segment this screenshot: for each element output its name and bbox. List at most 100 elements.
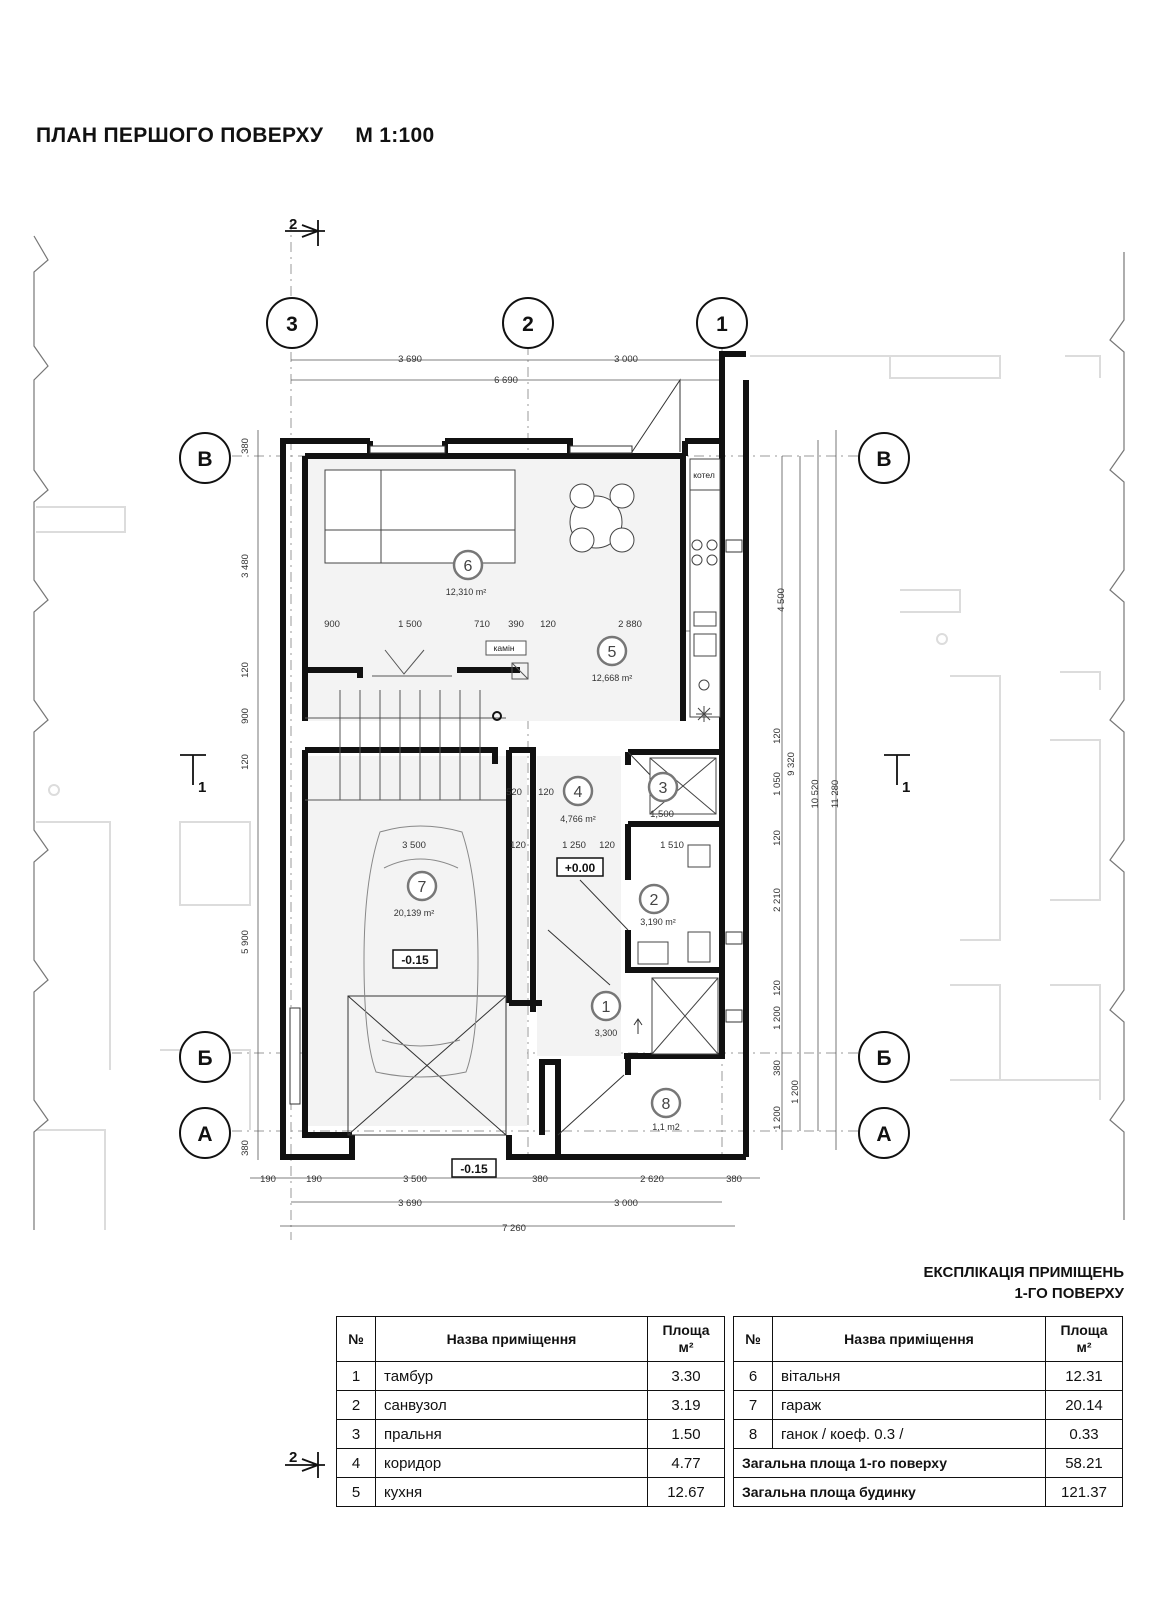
room-area: 3.30 <box>647 1361 725 1391</box>
dim-mid-520: 520 <box>506 787 522 798</box>
axis-label-v-right: В <box>876 448 891 471</box>
col-no-header: № <box>336 1316 376 1362</box>
dim-mid-120-a: 120 <box>538 787 554 798</box>
dim-bottom-190-b: 190 <box>306 1174 322 1185</box>
room-7-area: 20,139 m² <box>394 908 435 918</box>
axis-bubbles <box>179 297 910 1159</box>
dim-right-120-b: 120 <box>772 830 783 846</box>
room-no: 6 <box>733 1361 773 1391</box>
dim-left-5900: 5 900 <box>240 930 251 954</box>
col-name-header: Назва приміщення <box>375 1316 648 1362</box>
room-area: 12.31 <box>1045 1361 1123 1391</box>
room-8-number: 8 <box>662 1096 671 1113</box>
axis-label-b-left: Б <box>197 1047 212 1070</box>
windows <box>289 445 743 1105</box>
room-area: 3.19 <box>647 1390 725 1420</box>
dimension-lines <box>250 359 837 1227</box>
dim-mid-120-b: 120 <box>510 840 526 851</box>
entry-arrow <box>633 1018 643 1034</box>
col-no-header: № <box>733 1316 773 1362</box>
col-area-label: Площа <box>1060 1322 1108 1338</box>
dim-right-380: 380 <box>772 1060 783 1076</box>
table-header-row: № Назва приміщення Площа м² <box>733 1316 1123 1362</box>
section-markers <box>180 220 910 1478</box>
plan-title: ПЛАН ПЕРШОГО ПОВЕРХУ <box>36 124 324 147</box>
dim-mid-1250: 1 250 <box>562 840 586 851</box>
dim-right-1200-c: 1 200 <box>772 1106 783 1130</box>
dim-bottom-380-a: 380 <box>532 1174 548 1185</box>
dim-inner-1500: 1 500 <box>398 619 422 630</box>
table-row: 3 пральня 1.50 <box>336 1419 725 1449</box>
room-8-area: 1,1 m2 <box>652 1122 680 1132</box>
room-area: 12.67 <box>647 1477 725 1507</box>
room-name: коридор <box>375 1448 648 1478</box>
room-no: 5 <box>336 1477 376 1507</box>
dining-table <box>569 483 635 553</box>
room-3-number: 3 <box>659 780 668 797</box>
room-name: гараж <box>772 1390 1046 1420</box>
fireplace-label: камін <box>493 643 514 653</box>
room-no: 8 <box>733 1419 773 1449</box>
dim-left-900: 900 <box>240 708 251 724</box>
dim-right-11280: 11 280 <box>830 780 841 808</box>
dim-inner-710: 710 <box>474 619 490 630</box>
dim-top-3690: 3 690 <box>398 354 422 365</box>
explication-title-line2: 1-ГО ПОВЕРХУ <box>1014 1285 1124 1302</box>
room-name: ганок / коеф. 0.3 / <box>772 1419 1046 1449</box>
room-7-number: 7 <box>418 879 427 896</box>
col-area-header: Площа м² <box>1045 1316 1123 1362</box>
axis-label-2: 2 <box>522 313 534 336</box>
room-name: вітальня <box>772 1361 1046 1391</box>
dim-bottom-3690: 3 690 <box>398 1198 422 1209</box>
dim-left-380-bottom: 380 <box>240 1140 251 1156</box>
neighbour-outlines <box>36 355 1101 1230</box>
total-house-row: Загальна площа будинку 121.37 <box>733 1477 1123 1507</box>
room-no: 3 <box>336 1419 376 1449</box>
section-1-left-label: 1 <box>198 779 206 796</box>
dim-right-9320: 9 320 <box>786 752 797 776</box>
room-area: 0.33 <box>1045 1419 1123 1449</box>
dim-bottom-380-b: 380 <box>726 1174 742 1185</box>
bathroom-fixtures <box>637 757 719 1055</box>
dim-top-6690: 6 690 <box>494 375 518 386</box>
dim-bottom-7260: 7 260 <box>502 1223 526 1234</box>
table-row: 1 тамбур 3.30 <box>336 1361 725 1391</box>
level-garage: -0.15 <box>401 953 429 967</box>
explication-title-line1: ЕКСПЛІКАЦІЯ ПРИМІЩЕНЬ <box>923 1264 1124 1281</box>
axis-label-a-right: А <box>876 1123 891 1146</box>
dim-left-120-b: 120 <box>240 754 251 770</box>
dim-inner-900: 900 <box>324 619 340 630</box>
room-5-area: 12,668 m² <box>592 673 633 683</box>
dim-mid-1500: 1,500 <box>650 809 674 820</box>
dim-right-120-c: 120 <box>772 980 783 996</box>
section-2-top-label: 2 <box>289 216 297 233</box>
room-area: 4.77 <box>647 1448 725 1478</box>
dim-left-120-a: 120 <box>240 662 251 678</box>
break-lines <box>33 235 1125 1230</box>
kitchen-units <box>689 458 721 722</box>
table-row: 2 санвузол 3.19 <box>336 1390 725 1420</box>
car-outline <box>363 825 479 1078</box>
dim-right-4500: 4 500 <box>776 588 787 612</box>
dim-right-120-a: 120 <box>772 728 783 744</box>
room-name: тамбур <box>375 1361 648 1391</box>
total-house-value: 121.37 <box>1045 1477 1123 1507</box>
plan-scale: М 1:100 <box>355 124 435 147</box>
table-row: 7 гараж 20.14 <box>733 1390 1123 1420</box>
total-floor-label: Загальна площа 1-го поверху <box>733 1448 1046 1478</box>
total-floor-value: 58.21 <box>1045 1448 1123 1478</box>
dim-mid-3500: 3 500 <box>402 840 426 851</box>
dim-right-10520: 10 520 <box>810 779 821 808</box>
dim-bottom-2620: 2 620 <box>640 1174 664 1185</box>
room-no: 4 <box>336 1448 376 1478</box>
room-4-area: 4,766 m² <box>560 814 596 824</box>
table-row: 6 вітальня 12.31 <box>733 1361 1123 1391</box>
col-area-header: Площа м² <box>647 1316 725 1362</box>
explication-table-left: № Назва приміщення Площа м² 1 тамбур 3.3… <box>336 1316 725 1507</box>
room-6-area: 12,310 m² <box>446 587 487 597</box>
axis-label-b-right: Б <box>876 1047 891 1070</box>
dim-mid-120-c: 120 <box>599 840 615 851</box>
col-area-unit: м² <box>678 1339 694 1355</box>
dim-bottom-190-a: 190 <box>260 1174 276 1185</box>
